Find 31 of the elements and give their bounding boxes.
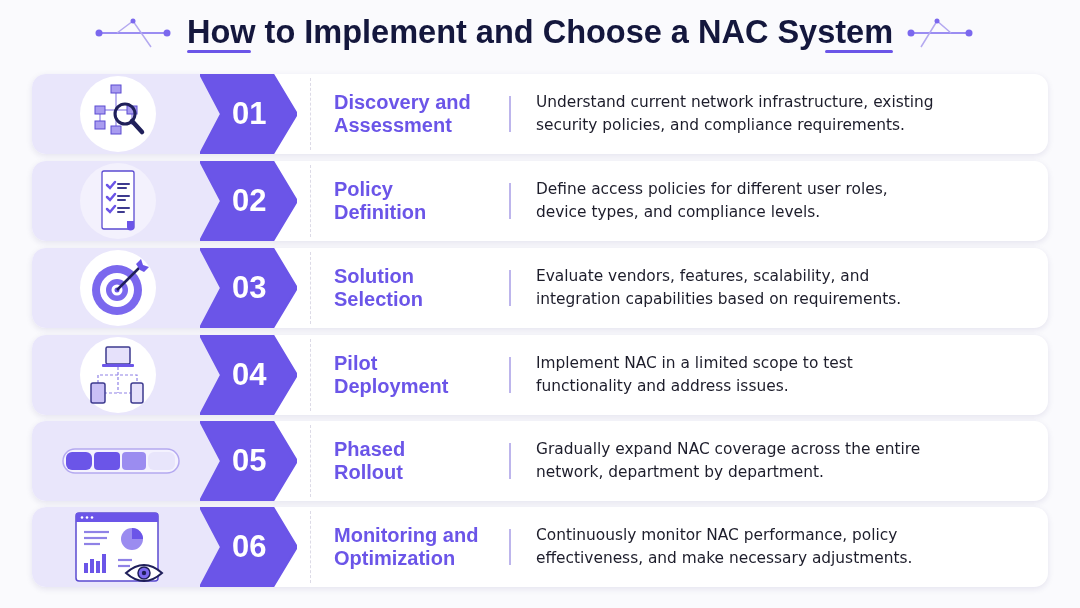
step-number-tag xyxy=(200,74,297,154)
step-number-tag xyxy=(200,248,297,328)
step-number: 01 xyxy=(232,96,267,132)
step-card xyxy=(32,507,1048,587)
step-title: Solution Selection xyxy=(334,265,424,311)
step-title: Policy Definition xyxy=(334,178,428,224)
step-description: Implement NAC in a limited scope to test functionality and address issues. xyxy=(536,353,854,397)
step-card xyxy=(32,335,1048,415)
step-title: Pilot Deployment xyxy=(334,352,450,398)
step-description: Understand current network infrastructure, existing security policies, and compliance requirements. xyxy=(536,92,935,136)
step-card xyxy=(32,161,1048,241)
step-description: Gradually expand NAC coverage across the entire network, department by department. xyxy=(536,439,922,483)
step-number-tag xyxy=(200,161,297,241)
step-card xyxy=(32,74,1048,154)
step-description: Define access policies for different user roles, device types, and compliance levels. xyxy=(536,179,889,223)
step-number: 03 xyxy=(232,270,267,306)
step-number: 05 xyxy=(232,443,267,479)
step-description: Continuously monitor NAC performance, policy effectiveness, and make necessary adjustments. xyxy=(536,525,914,569)
step-title: Discovery and Assessment xyxy=(334,91,472,137)
step-number-tag xyxy=(200,507,297,587)
step-title: Monitoring and Optimization xyxy=(334,524,480,570)
step-number-tag xyxy=(200,335,297,415)
step-number: 02 xyxy=(232,183,267,219)
step-number: 04 xyxy=(232,357,267,393)
step-number: 06 xyxy=(232,529,267,565)
step-card xyxy=(32,248,1048,328)
diagram-title: How to Implement and Choose a NAC System xyxy=(186,16,894,49)
step-number-tag xyxy=(200,421,297,501)
step-card xyxy=(32,421,1048,501)
step-description: Evaluate vendors, features, scalability, and integration capabilities based on requirements. xyxy=(536,266,903,310)
step-title: Phased Rollout xyxy=(334,438,407,484)
